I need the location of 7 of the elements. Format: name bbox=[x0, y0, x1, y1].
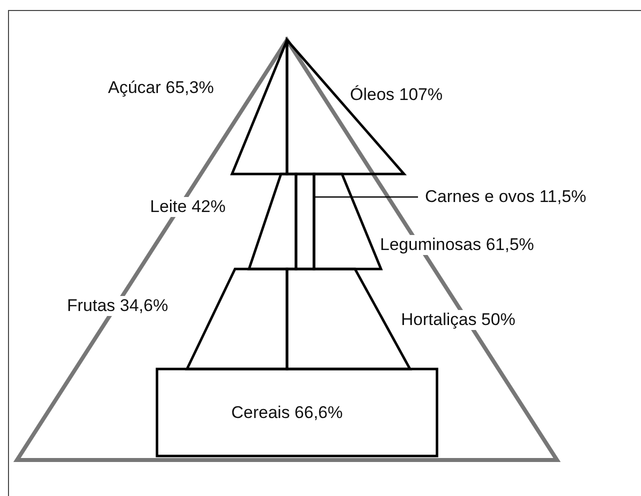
food-group-label: Leguminosas 61,5% bbox=[380, 235, 534, 255]
food-group-label: Hortaliças 50% bbox=[401, 310, 516, 330]
food-group-label: Leite 42% bbox=[150, 197, 226, 217]
food-group-label: Açúcar 65,3% bbox=[108, 78, 214, 98]
leader-line bbox=[314, 196, 418, 198]
food-group-label: Carnes e ovos 11,5% bbox=[425, 187, 586, 207]
food-group-label: Frutas 34,6% bbox=[67, 296, 168, 316]
